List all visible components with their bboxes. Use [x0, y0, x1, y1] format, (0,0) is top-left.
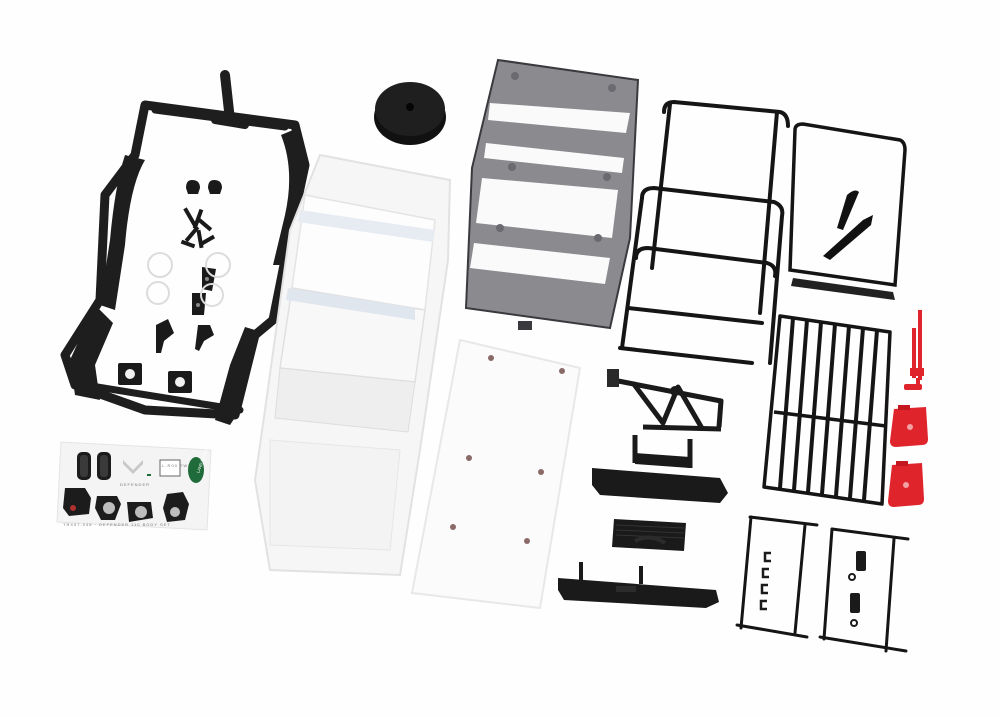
- sprue-mirrors: [818, 527, 912, 655]
- sprue-handles: [735, 513, 825, 641]
- small-hardware: [110, 175, 225, 400]
- decal-sheet: L-R00 TWX LAND ROVER DEFENDER TRX97-046 …: [55, 438, 215, 533]
- jerry-cans: [888, 403, 933, 508]
- winch: [610, 517, 690, 555]
- decal-fineprint: TRX97-046 · DEFENDER 110 BODY SET: [63, 522, 171, 527]
- front-bumper: [556, 558, 721, 610]
- decal-plate-text: L-R00 TWX: [162, 463, 192, 468]
- decal-model-text: DEFENDER: [120, 482, 150, 487]
- spare-tire-mount: [603, 365, 725, 437]
- rear-bumper: [590, 433, 730, 505]
- white-body-shell: [250, 150, 460, 580]
- inner-fender-frame: [55, 65, 315, 435]
- spare-tire-cover: [370, 75, 450, 147]
- side-frame-with-snorkel: [785, 120, 910, 300]
- hi-lift-jack: [902, 308, 932, 396]
- roof-rack: [760, 312, 895, 507]
- roll-cage: [612, 98, 792, 368]
- clear-lights: [140, 245, 240, 315]
- roof-panel: [400, 338, 582, 610]
- smoked-windows: [460, 58, 640, 333]
